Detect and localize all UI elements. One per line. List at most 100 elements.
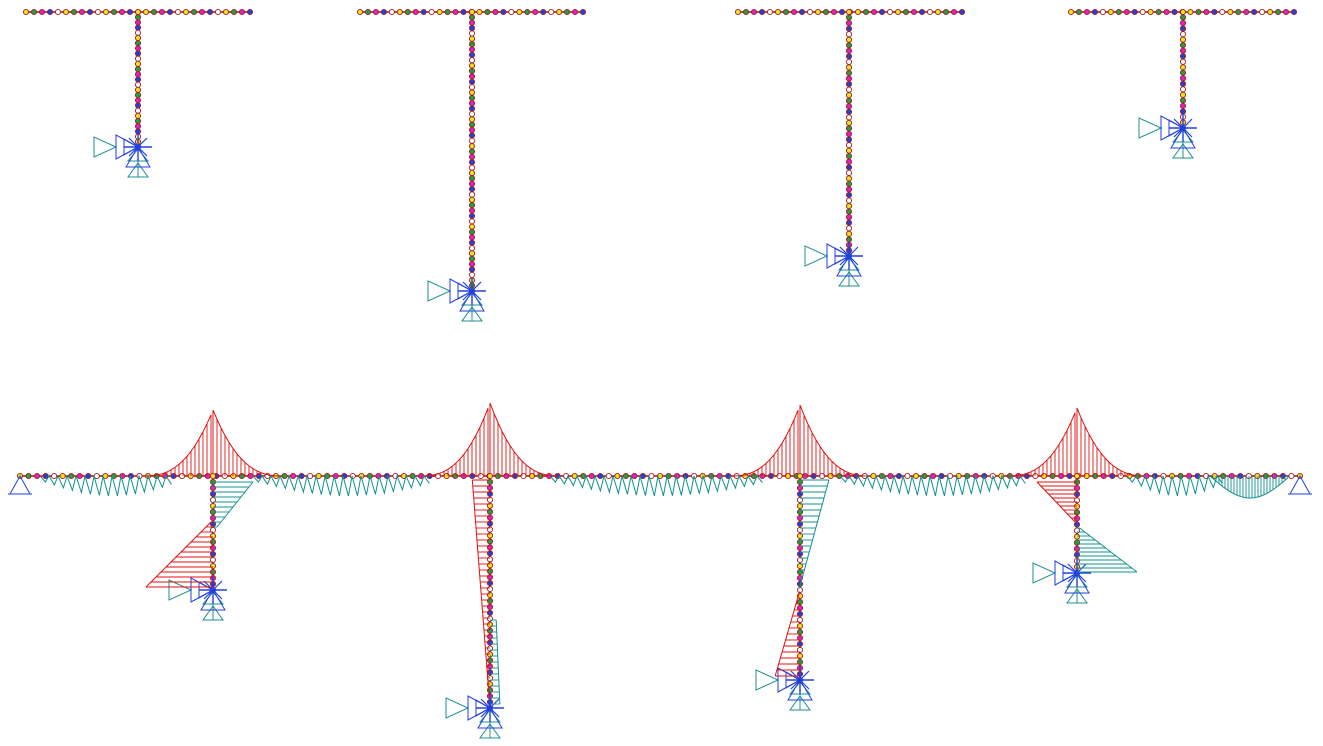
diagram-outline — [216, 481, 254, 528]
spring-support-icon — [427, 280, 452, 302]
shear-diagram-span-5 — [1126, 474, 1223, 497]
spring-support-icon — [1138, 117, 1163, 139]
node-icon — [767, 472, 774, 480]
node-icon — [1179, 97, 1187, 104]
node-icon — [822, 8, 830, 16]
node-icon — [827, 472, 834, 480]
node-icon — [468, 202, 476, 209]
node-icon — [1179, 47, 1187, 54]
node-icon — [158, 8, 166, 16]
node-icon — [468, 73, 476, 80]
node-icon — [1073, 533, 1081, 540]
upper-frames-group — [22, 8, 1298, 322]
node-icon — [1267, 8, 1274, 16]
node-icon — [845, 130, 853, 138]
zigzag-outline — [1126, 474, 1223, 497]
node-icon — [1123, 8, 1130, 16]
moment-diagram-pier-4 — [1006, 412, 1076, 477]
shear-diagram-span-2 — [252, 474, 430, 497]
node-icon — [845, 31, 853, 38]
node-icon — [486, 609, 494, 616]
node-icon — [1073, 472, 1081, 480]
node-icon — [1203, 8, 1210, 16]
moment-diagram-pier-3 — [729, 409, 799, 477]
node-icon — [468, 255, 476, 262]
node-icon — [468, 218, 476, 225]
node-icon — [134, 81, 142, 88]
node-icon — [134, 50, 142, 57]
node-icon — [845, 108, 853, 115]
spring-support-icon — [1172, 143, 1194, 159]
spring-support-icon — [755, 669, 780, 691]
support-node-icon — [135, 144, 141, 150]
node-icon — [1243, 8, 1250, 16]
node-icon — [802, 472, 809, 480]
node-icon — [134, 40, 142, 47]
node-icon — [486, 580, 494, 587]
fixed-support-icon — [1138, 114, 1197, 159]
support-node-icon — [797, 677, 803, 683]
node-icon — [796, 520, 804, 528]
node-icon — [134, 71, 142, 78]
node-icon — [845, 136, 853, 143]
diagram-outline — [1006, 412, 1076, 477]
node-icon — [468, 57, 476, 64]
node-icon — [486, 574, 494, 581]
node-icon — [845, 158, 853, 165]
zigzag-outline — [549, 474, 763, 497]
node-icon — [307, 472, 314, 480]
node-icon — [404, 8, 411, 16]
node-icon — [412, 8, 419, 16]
node-icon — [134, 76, 142, 83]
node-icon — [134, 8, 142, 16]
node-icon — [486, 621, 494, 628]
node-icon — [845, 230, 853, 237]
node-icon — [532, 8, 539, 16]
node-icon — [796, 496, 804, 504]
node-icon — [796, 502, 804, 510]
fixed-support-icon — [804, 242, 863, 287]
node-icon — [209, 514, 217, 522]
node-icon — [468, 143, 476, 150]
node-icon — [214, 8, 222, 16]
node-icon — [126, 8, 134, 16]
node-icon — [238, 8, 246, 16]
spring-support-icon — [789, 695, 811, 711]
node-icon — [508, 8, 515, 16]
node-icon — [436, 8, 443, 16]
node-icon — [110, 8, 118, 16]
diagram-outline — [1079, 527, 1138, 573]
node-icon — [51, 472, 58, 480]
diagram-outline — [489, 402, 559, 477]
node-icon — [845, 53, 853, 60]
node-icon — [862, 8, 870, 16]
node-icon — [579, 8, 587, 16]
node-icon — [246, 8, 254, 16]
node-icon — [845, 236, 853, 243]
node-icon — [1099, 8, 1106, 16]
diagram-outline — [495, 619, 501, 705]
node-icon — [396, 8, 403, 16]
node-icon — [486, 496, 494, 503]
node-icon — [134, 102, 142, 109]
node-icon — [796, 532, 804, 540]
end-support-icon — [8, 474, 32, 495]
support-node-icon — [1180, 125, 1186, 131]
node-icon — [814, 8, 822, 16]
support-node-icon — [846, 253, 852, 259]
node-icon — [182, 8, 190, 16]
node-icon — [134, 107, 142, 114]
node-icon — [443, 472, 450, 480]
column-shear-diagram-1 — [213, 481, 254, 528]
node-icon — [468, 84, 476, 91]
pin-support-icon — [787, 679, 813, 701]
node-icon — [59, 472, 66, 480]
node-icon — [845, 20, 853, 27]
node-icon — [902, 8, 910, 16]
node-icon — [486, 490, 494, 497]
node-icon — [142, 8, 150, 16]
spring-support-icon — [168, 579, 193, 601]
node-icon — [958, 8, 966, 16]
spring-support-icon — [202, 605, 224, 621]
